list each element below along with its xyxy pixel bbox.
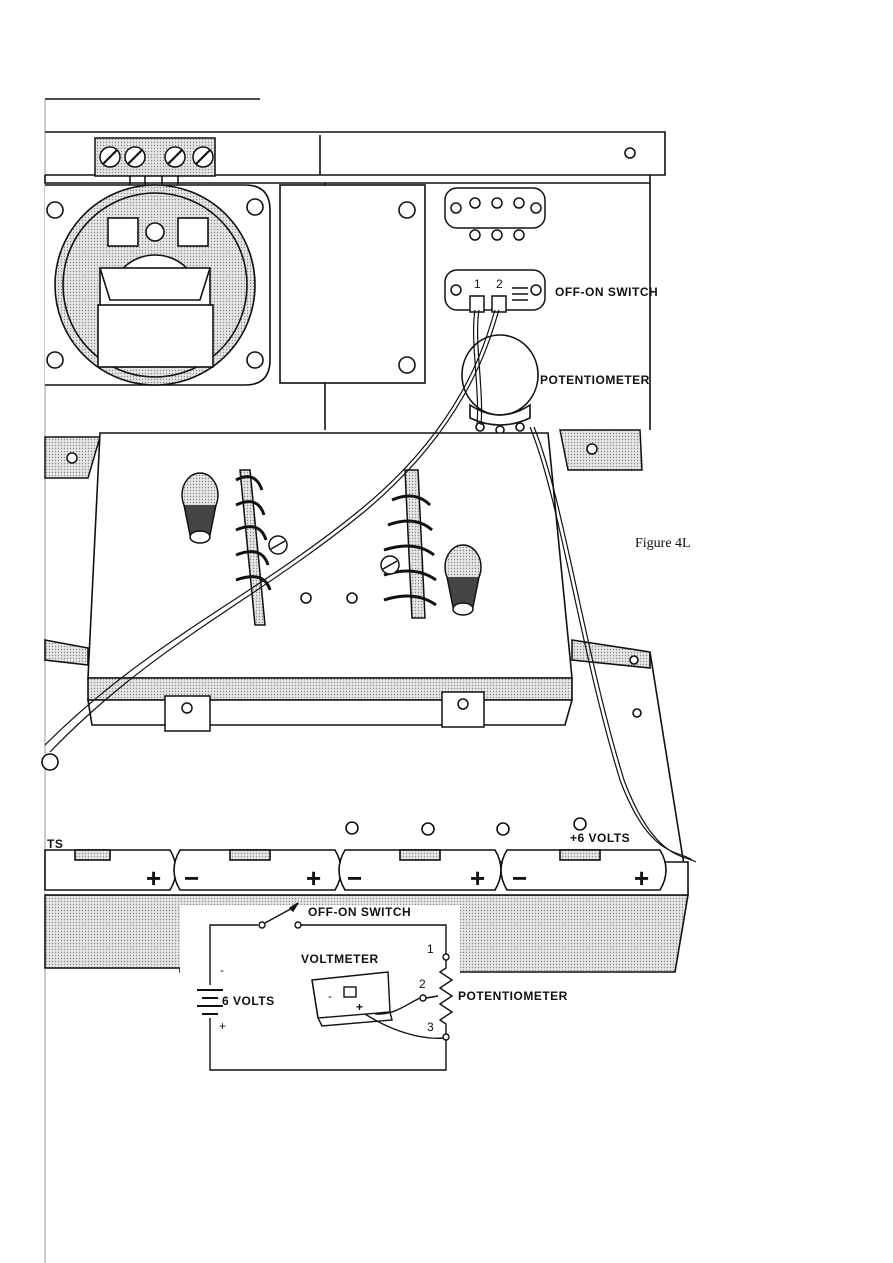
- upper-subpanel: [279, 184, 426, 384]
- schematic-potentiometer-label: POTENTIOMETER: [458, 989, 568, 1003]
- battery-cells: [44, 849, 667, 891]
- schematic-pot-terminal-2: 2: [419, 977, 426, 991]
- battery-plus6-label: +6 VOLTS: [570, 831, 630, 845]
- schematic-battery-label: 6 VOLTS: [222, 994, 275, 1008]
- board-side-rails: [44, 429, 643, 479]
- schematic-switch-label: OFF-ON SWITCH: [308, 905, 411, 919]
- potentiometer-label: POTENTIOMETER: [540, 373, 650, 387]
- schematic-battery-plus: +: [219, 1019, 226, 1033]
- battery-sign: +: [470, 863, 485, 893]
- switch-label: OFF-ON SWITCH: [555, 285, 658, 299]
- board-strip-right: [380, 469, 437, 619]
- schematic-voltmeter-label: VOLTMETER: [301, 952, 379, 966]
- speaker: [45, 184, 271, 386]
- battery-sign: +: [146, 863, 161, 893]
- battery-sign: −: [347, 863, 362, 893]
- transistor-right: [444, 544, 482, 616]
- board-brackets: [164, 691, 485, 732]
- transistor-left: [181, 472, 219, 544]
- battery-sign: +: [634, 863, 649, 893]
- board-strip-left: [235, 469, 288, 626]
- terminal-strip: [94, 137, 216, 190]
- potentiometer[interactable]: [461, 334, 539, 435]
- battery-fragment-label: TS: [47, 837, 63, 851]
- schematic-circuit: [180, 902, 460, 1075]
- schematic-pot-terminal-3: 3: [427, 1020, 434, 1034]
- voltmeter-minus-terminal: -: [328, 989, 332, 1003]
- wires: [44, 309, 697, 863]
- switch-terminal-2: 2: [496, 277, 503, 291]
- battery-sign: −: [184, 863, 199, 893]
- schematic-battery-minus: -: [220, 963, 224, 977]
- battery-sign: +: [306, 863, 321, 893]
- battery-sign: −: [512, 863, 527, 893]
- switch-terminal-1: 1: [474, 277, 481, 291]
- circuit-board: [87, 432, 574, 726]
- figure-caption: Figure 4L: [635, 536, 691, 551]
- voltmeter: [311, 971, 393, 1027]
- schematic-pot-terminal-1: 1: [427, 942, 434, 956]
- voltmeter-plus-terminal: +: [356, 1000, 364, 1014]
- upper-terminal-block: [444, 187, 546, 241]
- off-on-switch[interactable]: [444, 269, 546, 313]
- battery-polarity-signs: + − + − + − +: [146, 863, 649, 893]
